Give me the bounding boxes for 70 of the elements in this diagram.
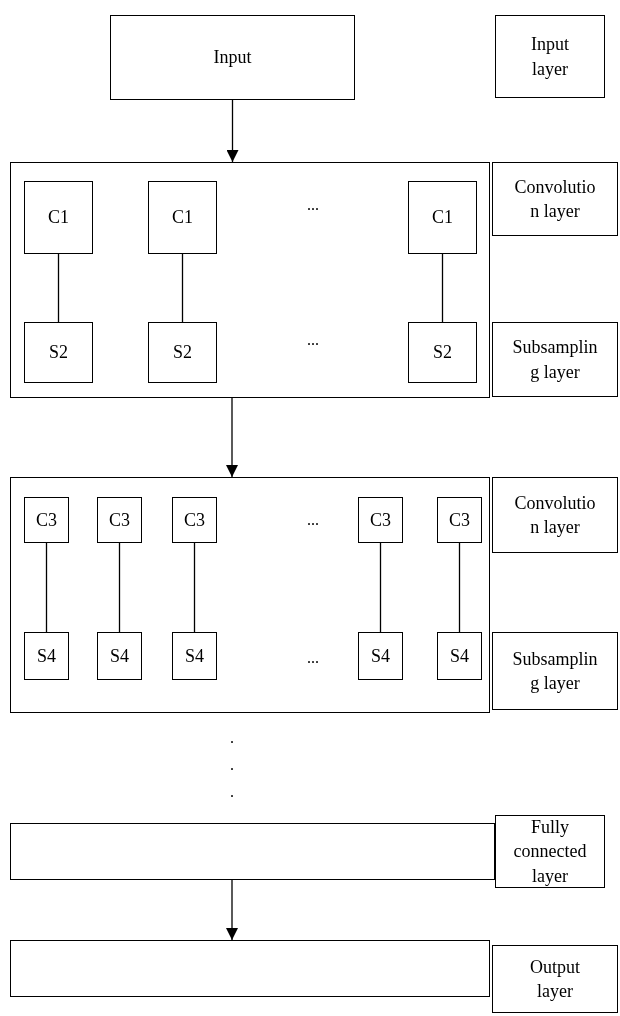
layer-box bbox=[97, 497, 142, 543]
layer-box bbox=[110, 15, 355, 100]
layer-box bbox=[492, 632, 618, 710]
layer-box bbox=[495, 15, 605, 98]
layer-box bbox=[437, 497, 482, 543]
connector-line bbox=[45, 542, 48, 633]
layer-box bbox=[24, 181, 93, 254]
box-label: C1 bbox=[432, 206, 453, 230]
layer-box bbox=[172, 497, 217, 543]
layer-box bbox=[408, 181, 477, 254]
box-label: S4 bbox=[110, 644, 129, 668]
layer-box bbox=[408, 322, 477, 383]
box-label: C3 bbox=[36, 508, 57, 532]
arrow bbox=[226, 99, 239, 163]
layer-box bbox=[492, 945, 618, 1013]
box-label: C3 bbox=[184, 508, 205, 532]
ellipsis-label: ... bbox=[307, 332, 319, 348]
box-label: S4 bbox=[37, 644, 56, 668]
box-label: S4 bbox=[450, 644, 469, 668]
layer-box bbox=[492, 322, 618, 397]
connector-line bbox=[181, 253, 184, 323]
box-label: C3 bbox=[109, 508, 130, 532]
box-label: S4 bbox=[185, 644, 204, 668]
connector-line bbox=[379, 542, 382, 633]
layer-box bbox=[24, 322, 93, 383]
layer-box bbox=[492, 162, 618, 236]
box-label: Convolutio n layer bbox=[513, 491, 597, 539]
box-label: Subsamplin g layer bbox=[511, 336, 599, 384]
connector-line bbox=[441, 253, 444, 323]
layer-container bbox=[10, 162, 490, 398]
layer-box bbox=[437, 632, 482, 680]
connector-line bbox=[118, 542, 121, 633]
ellipsis-label: ... bbox=[307, 512, 319, 528]
box-label: S2 bbox=[433, 341, 452, 365]
box-label: Convolutio n layer bbox=[513, 175, 597, 223]
box-label: S2 bbox=[49, 341, 68, 365]
layer-container bbox=[10, 823, 495, 880]
box-label: S4 bbox=[371, 644, 390, 668]
ellipsis-label: . bbox=[230, 757, 234, 773]
box-label: C1 bbox=[172, 206, 193, 230]
layer-box bbox=[358, 497, 403, 543]
box-label: Output layer bbox=[529, 955, 581, 1003]
box-label: C3 bbox=[449, 508, 470, 532]
box-label: S2 bbox=[173, 341, 192, 365]
layer-box bbox=[358, 632, 403, 680]
connector-line bbox=[458, 542, 461, 633]
ellipsis-label: . bbox=[230, 730, 234, 746]
layer-box bbox=[148, 322, 217, 383]
ellipsis-label: ... bbox=[307, 197, 319, 213]
box-label: Subsamplin g layer bbox=[511, 647, 599, 695]
layer-container bbox=[10, 477, 490, 713]
layer-box bbox=[495, 815, 605, 888]
layer-container bbox=[10, 940, 490, 997]
layer-box bbox=[24, 497, 69, 543]
box-label: C3 bbox=[370, 508, 391, 532]
layer-box bbox=[492, 477, 618, 553]
layer-box bbox=[172, 632, 217, 680]
box-label: C1 bbox=[48, 206, 69, 230]
connector-line bbox=[193, 542, 196, 633]
box-label: Fully connected layer bbox=[512, 816, 588, 888]
arrow bbox=[226, 879, 238, 941]
arrow bbox=[226, 397, 238, 478]
layer-box bbox=[148, 181, 217, 254]
layer-box bbox=[97, 632, 142, 680]
ellipsis-label: . bbox=[230, 784, 234, 800]
connector-line bbox=[57, 253, 60, 323]
box-label: Input layer bbox=[530, 33, 570, 81]
ellipsis-label: ... bbox=[307, 650, 319, 666]
layer-box bbox=[24, 632, 69, 680]
box-label: Input bbox=[213, 46, 252, 70]
